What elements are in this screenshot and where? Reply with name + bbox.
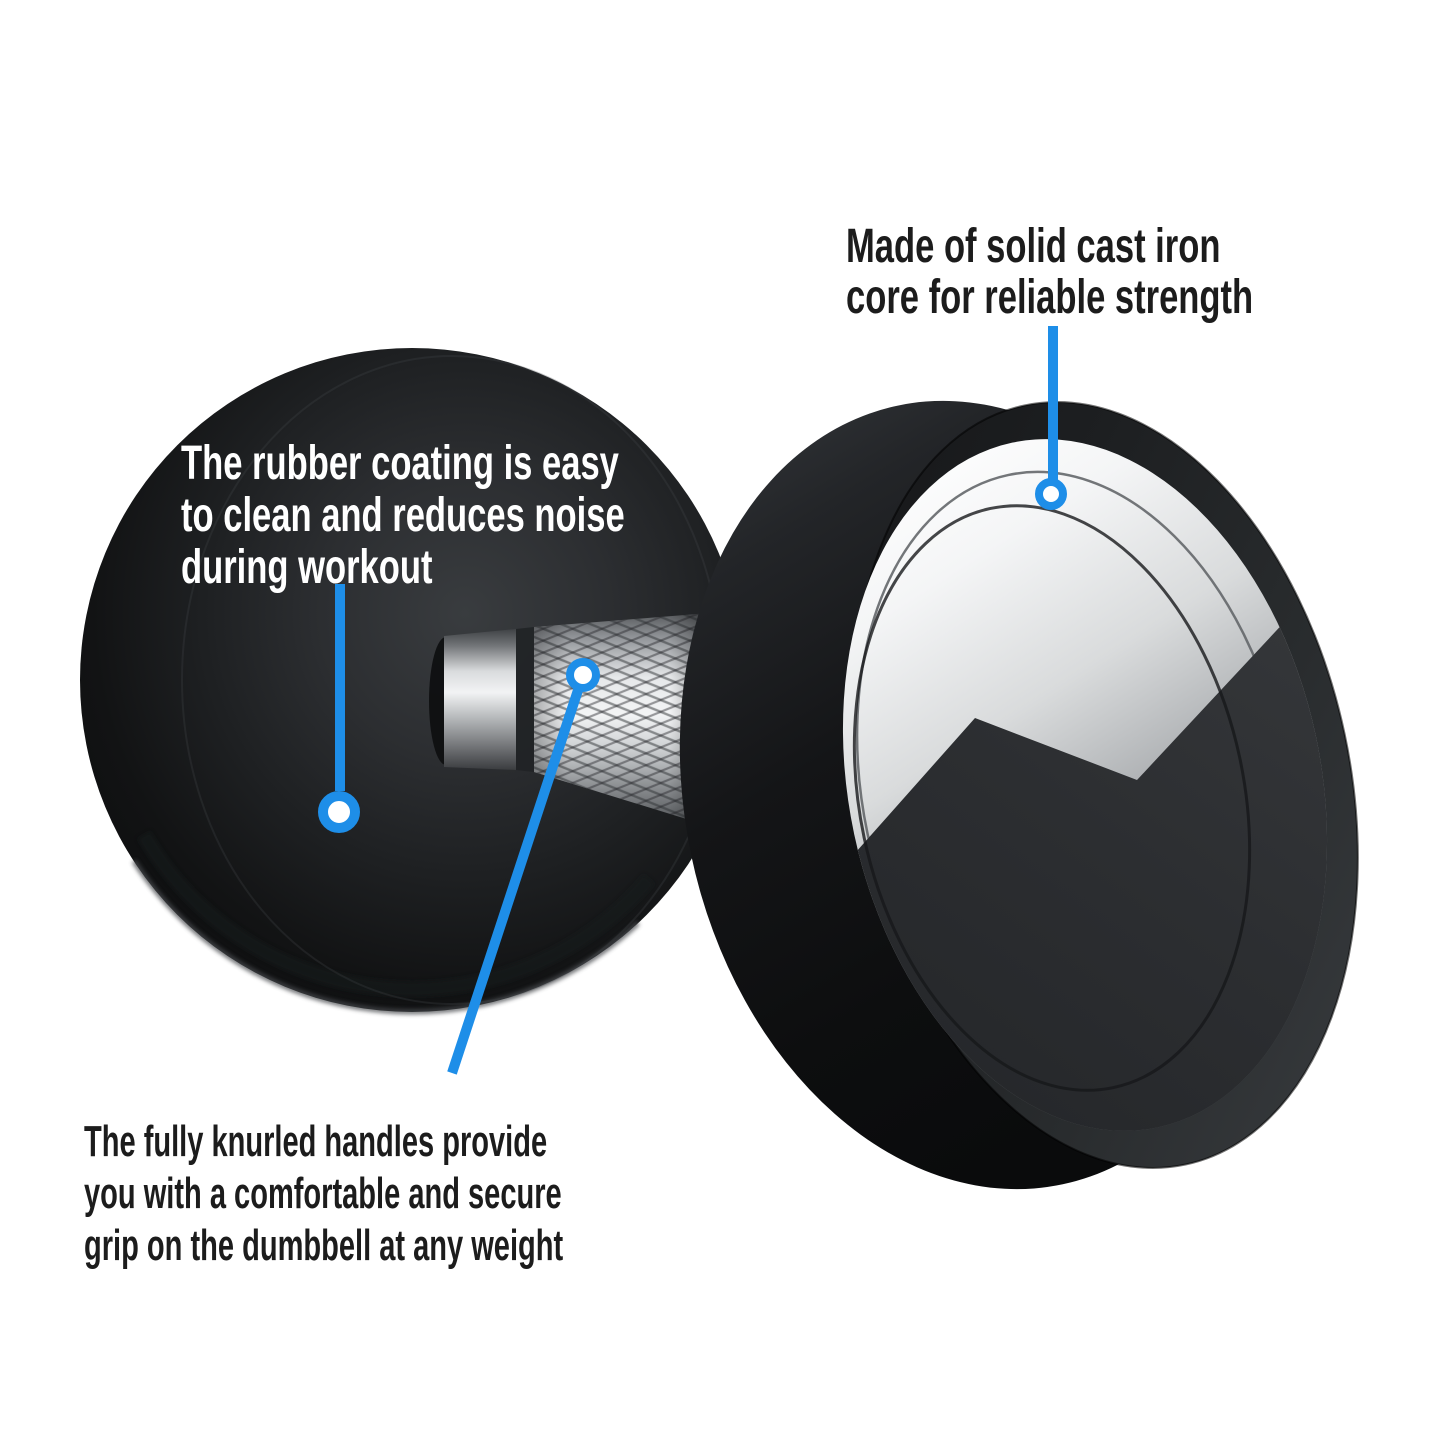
annotation-knurled-handle: The fully knurled handles provide you wi… <box>84 1117 564 1270</box>
annotation-cast-iron: Made of solid cast iron core for reliabl… <box>846 220 1254 324</box>
left-plate-groove <box>137 831 655 997</box>
callout-line-knurl <box>447 673 588 1075</box>
annotation-rubber-coating: The rubber coating is easy to clean and … <box>181 437 625 594</box>
left-plate-rim-highlight <box>131 859 640 1015</box>
callout-ring-cast-iron <box>1035 478 1067 510</box>
left-plate <box>80 348 744 1015</box>
right-head <box>679 400 1389 1190</box>
handle-collar-ring <box>516 627 534 772</box>
callout-dot-rubber <box>318 791 360 833</box>
recessed-groove-ring <box>852 504 1252 1092</box>
left-plate-body <box>80 348 744 1012</box>
callout-dot-knurl <box>566 658 600 692</box>
callouts <box>318 326 1067 1075</box>
handle-collar <box>444 629 516 770</box>
